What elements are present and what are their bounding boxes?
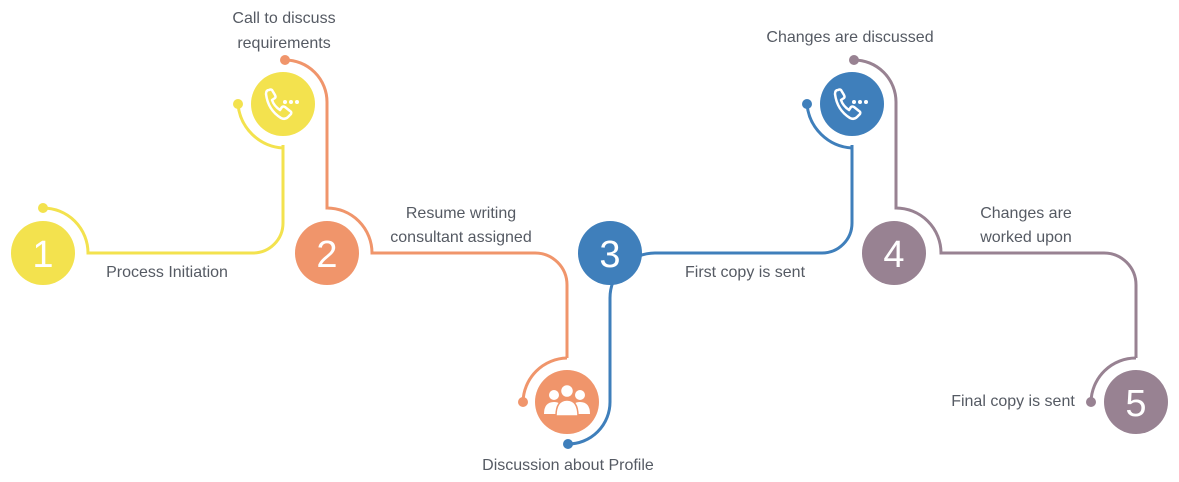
connector-dot — [563, 439, 573, 449]
step-number: 2 — [316, 234, 337, 276]
connector-dot — [518, 397, 528, 407]
call-label-line-1: Call to discuss — [232, 10, 335, 27]
people-ring-orange — [521, 356, 568, 403]
step-1-label: Process Initiation — [106, 264, 228, 281]
step-circle — [295, 221, 359, 285]
call-label-line-2: requirements — [237, 35, 330, 52]
step-circle — [862, 221, 926, 285]
phone-icon — [264, 88, 299, 121]
phone-icon — [833, 88, 868, 121]
step-1: 1 — [11, 221, 75, 285]
phone-ring-blue — [805, 103, 853, 150]
step-3: 3 — [578, 221, 642, 285]
step-4-label-line-1: Changes are — [980, 205, 1072, 222]
connector-orange — [284, 58, 569, 358]
connector-dot — [849, 55, 859, 65]
milestone-discussion — [535, 370, 599, 434]
step-2-label-line-1: Resume writing — [406, 205, 516, 222]
connector-mauve — [853, 58, 1138, 358]
connector-dot — [802, 99, 812, 109]
people-icon — [544, 383, 590, 417]
step-circle — [11, 221, 75, 285]
step-5: 5 — [1104, 370, 1168, 434]
step-2: 2 — [295, 221, 359, 285]
step-4-label-line-2: worked upon — [979, 229, 1072, 246]
step-5-label: Final copy is sent — [951, 393, 1075, 410]
connector-dot — [1086, 397, 1096, 407]
step5-ring-mauve — [1089, 356, 1137, 403]
milestone-changes — [820, 72, 884, 136]
step-4: 4 — [862, 221, 926, 285]
step-3-label: First copy is sent — [685, 264, 806, 281]
connector-blue — [567, 145, 854, 446]
step-number: 3 — [599, 234, 620, 276]
step-number: 5 — [1125, 383, 1146, 425]
connector-dot — [38, 203, 48, 213]
step-2-label-line-2: consultant assigned — [390, 229, 531, 246]
step-circle — [578, 221, 642, 285]
discussion-label: Discussion about Profile — [482, 457, 654, 474]
step-number: 4 — [883, 234, 904, 276]
milestone-call — [251, 72, 315, 136]
connector-yellow — [42, 145, 285, 255]
milestone-circle — [820, 72, 884, 136]
changes-discussed-label: Changes are discussed — [766, 29, 933, 46]
step-circle — [1104, 370, 1168, 434]
milestone-circle — [251, 72, 315, 136]
connector-dot — [233, 99, 243, 109]
phone-ring-yellow — [236, 103, 284, 150]
connector-dot — [280, 55, 290, 65]
step-number: 1 — [32, 234, 53, 276]
